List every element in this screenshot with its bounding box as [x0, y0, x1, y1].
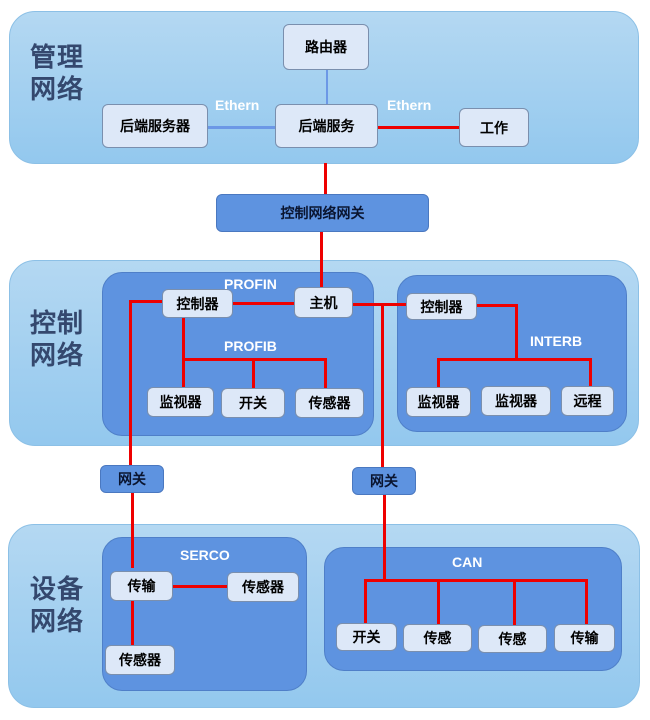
host-node[interactable]: 主机 — [294, 287, 353, 318]
interbus-title: INTERB — [530, 333, 583, 349]
right-gateway[interactable]: 网关 — [352, 467, 416, 495]
profinet-title: PROFIN — [224, 276, 277, 292]
interbus-remote-node[interactable]: 远程 — [561, 386, 614, 416]
management-network-label: 管理 网络 — [30, 42, 84, 106]
zone-label-line: 网络 — [30, 341, 85, 371]
can-drop-switch — [364, 579, 367, 625]
host-interbus-link — [352, 303, 408, 306]
right-gateway-to-can — [383, 494, 386, 580]
ethernet-label-right: Ethern — [387, 97, 432, 113]
profibus-switch-node[interactable]: 开关 — [221, 388, 285, 418]
profinet-left-drop-v — [129, 300, 132, 468]
profibus-drop-switch — [252, 358, 255, 388]
can-drop-sensor2 — [513, 579, 516, 625]
can-switch-node[interactable]: 开关 — [336, 623, 397, 651]
zone-label-line: 网络 — [30, 607, 85, 637]
backend-service-node[interactable]: 后端服务 — [275, 104, 378, 148]
zone-label-line: 网络 — [30, 75, 85, 105]
can-bus-h — [364, 579, 587, 582]
workstation-node[interactable]: 工作 — [459, 108, 529, 147]
controller-host-link — [232, 302, 294, 305]
sercos-transmit-node[interactable]: 传输 — [110, 571, 173, 601]
left-gateway-to-sercos — [131, 492, 134, 568]
profinet-left-drop-h — [129, 300, 163, 303]
control-network-label: 控制 网络 — [30, 308, 84, 372]
backbone-link-lower — [320, 231, 323, 288]
sercos-title: SERCO — [180, 547, 230, 563]
can-title: CAN — [452, 554, 483, 570]
profibus-drop-sensor — [324, 358, 327, 388]
right-gateway-drop — [381, 303, 384, 468]
ethernet-label-left: Ethern — [215, 97, 260, 113]
zone-label-line: 管理 — [30, 43, 85, 73]
can-transmit-node[interactable]: 传输 — [554, 624, 615, 652]
can-sensor-node-2[interactable]: 传感 — [478, 625, 547, 653]
control-network-gateway[interactable]: 控制网络网关 — [216, 194, 429, 232]
router-node[interactable]: 路由器 — [283, 24, 369, 70]
interbus-drop-remote — [589, 358, 592, 388]
interbus-monitor-node-2[interactable]: 监视器 — [481, 386, 551, 416]
sercos-sensor-right-node[interactable]: 传感器 — [227, 572, 299, 602]
ethernet-link-left — [208, 126, 276, 129]
router-link — [326, 70, 328, 108]
can-drop-sensor1 — [437, 579, 440, 625]
left-gateway[interactable]: 网关 — [100, 465, 164, 493]
backbone-link-upper — [324, 163, 327, 195]
device-network-label: 设备 网络 — [30, 574, 84, 638]
can-sensor-node-1[interactable]: 传感 — [403, 624, 472, 652]
profibus-sensor-node[interactable]: 传感器 — [295, 388, 364, 418]
interbus-drop-monitor — [437, 358, 440, 388]
profibus-monitor-node[interactable]: 监视器 — [147, 387, 214, 417]
profibus-title: PROFIB — [224, 338, 277, 354]
interbus-bus-h — [437, 358, 591, 361]
zone-label-line: 控制 — [30, 309, 85, 339]
sercos-transmit-sensor-bottom — [131, 600, 134, 646]
sercos-sensor-bottom-node[interactable]: 传感器 — [105, 645, 175, 675]
profinet-controller-node[interactable]: 控制器 — [162, 289, 233, 318]
can-drop-transmit — [585, 579, 588, 625]
interbus-controller-h — [476, 304, 516, 307]
sercos-transmit-sensor — [172, 585, 228, 588]
ethernet-link-right — [378, 126, 460, 129]
interbus-trunk-v — [515, 304, 518, 360]
profibus-trunk-v — [182, 318, 185, 388]
backend-server-node[interactable]: 后端服务器 — [102, 104, 208, 148]
interbus-monitor-node-1[interactable]: 监视器 — [406, 387, 471, 417]
zone-label-line: 设备 — [30, 575, 85, 605]
interbus-controller-node[interactable]: 控制器 — [406, 293, 477, 320]
